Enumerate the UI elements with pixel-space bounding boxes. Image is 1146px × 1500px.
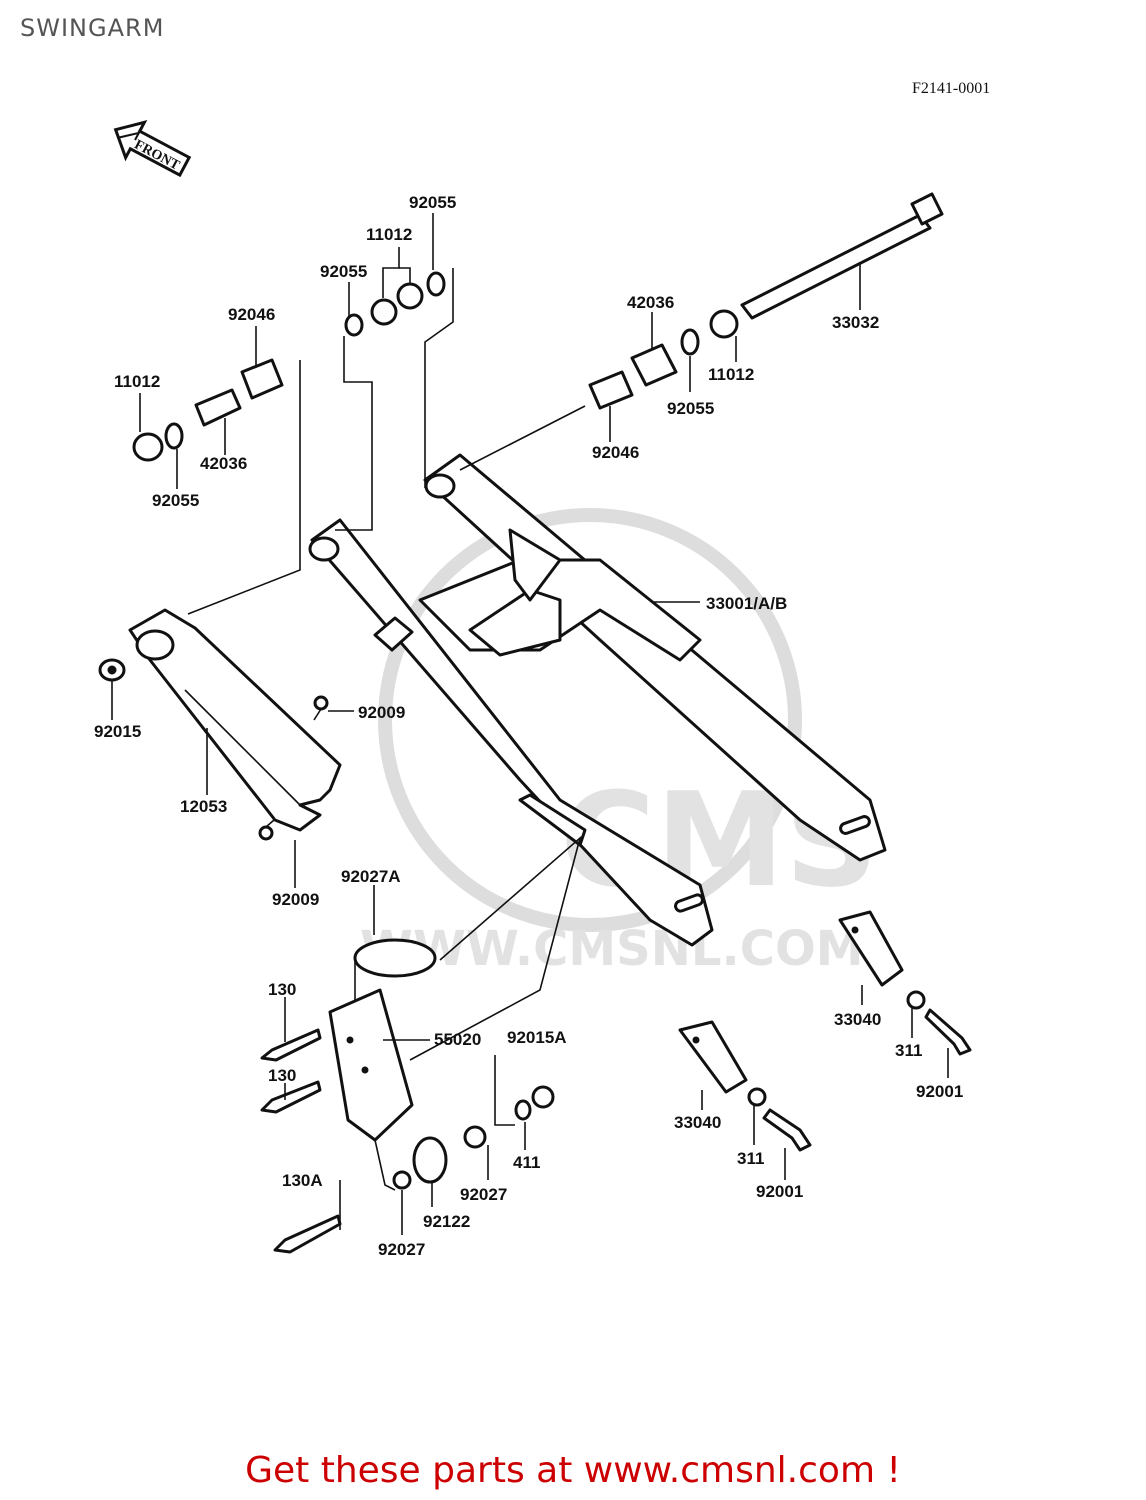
- bolt-92001-right: [924, 1008, 972, 1056]
- pivot-parts-right: [588, 309, 739, 410]
- page-title: SWINGARM: [20, 14, 165, 42]
- label-33040-right: 33040: [834, 1010, 881, 1029]
- label-33032: 33032: [832, 313, 879, 332]
- label-311-right: 311: [895, 1041, 922, 1060]
- label-33001: 33001/A/B: [706, 594, 787, 613]
- label-130A: 130A: [282, 1171, 323, 1190]
- swingarm-main: [308, 453, 887, 947]
- label-92055-left: 92055: [152, 491, 199, 510]
- label-311-left: 311: [737, 1149, 764, 1168]
- nut-92015A: [531, 1085, 555, 1109]
- damper-92122: [392, 1125, 487, 1190]
- leader-lines: [111, 213, 949, 1235]
- label-42036-right: 42036: [627, 293, 674, 312]
- label-11012-right: 11012: [708, 365, 754, 384]
- watermark-url: WWW.CMSNL.COM: [360, 921, 864, 977]
- label-55020: 55020: [434, 1030, 481, 1049]
- label-92055-top: 92055: [409, 193, 456, 212]
- label-92055-topleft: 92055: [320, 262, 367, 281]
- label-411: 411: [513, 1153, 540, 1172]
- part-labels: 92055 11012 92055 92046 11012 42036 9205…: [94, 193, 963, 1259]
- pivot-shaft-33032: [740, 192, 944, 320]
- label-130-mid: 130: [268, 1066, 296, 1085]
- label-130-top: 130: [268, 980, 296, 999]
- label-11012-top: 11012: [366, 225, 412, 244]
- bolt-130-mid: [260, 1080, 322, 1114]
- nut-92015: [98, 658, 126, 682]
- bolt-130A: [273, 1214, 342, 1254]
- label-92027-bottom: 92027: [378, 1240, 425, 1259]
- label-33040-left: 33040: [674, 1113, 721, 1132]
- label-92015: 92015: [94, 722, 141, 741]
- screw-92009-bottom: [258, 819, 275, 841]
- label-92001-left: 92001: [756, 1182, 803, 1201]
- label-92001-right: 92001: [916, 1082, 963, 1101]
- label-11012-left: 11012: [114, 372, 160, 391]
- pivot-parts-left: [132, 358, 284, 462]
- label-92009-bottom: 92009: [272, 890, 319, 909]
- label-92027-right: 92027: [460, 1185, 507, 1204]
- label-92046-left: 92046: [228, 305, 275, 324]
- nut-311-right: [906, 990, 926, 1010]
- label-92009-top: 92009: [358, 703, 405, 722]
- bolt-130-top: [260, 1028, 322, 1062]
- washer-411: [514, 1099, 532, 1121]
- chain-guard-12053: [128, 608, 342, 832]
- pivot-parts-top: [344, 271, 446, 337]
- call-to-action-link[interactable]: Get these parts at www.cmsnl.com !: [245, 1450, 901, 1491]
- bracket-55020: [328, 938, 437, 1142]
- front-arrow: FRONT: [113, 120, 192, 178]
- screw-92009-top: [313, 695, 329, 721]
- label-42036-left: 42036: [200, 454, 247, 473]
- label-92027A: 92027A: [341, 867, 401, 886]
- label-92015A: 92015A: [507, 1028, 567, 1047]
- label-92055-right: 92055: [667, 399, 714, 418]
- figure-code: F2141-0001: [912, 80, 991, 97]
- chain-adjuster-33040-left: [678, 1020, 748, 1094]
- bolt-92001-left: [762, 1108, 812, 1152]
- label-92122: 92122: [423, 1212, 470, 1231]
- label-92046-right: 92046: [592, 443, 639, 462]
- nut-311-left: [747, 1087, 767, 1107]
- chain-adjuster-33040-right: [838, 910, 904, 987]
- swingarm-diagram: CMS WWW.CMSNL.COM FRONT: [94, 120, 972, 1259]
- label-12053: 12053: [180, 797, 227, 816]
